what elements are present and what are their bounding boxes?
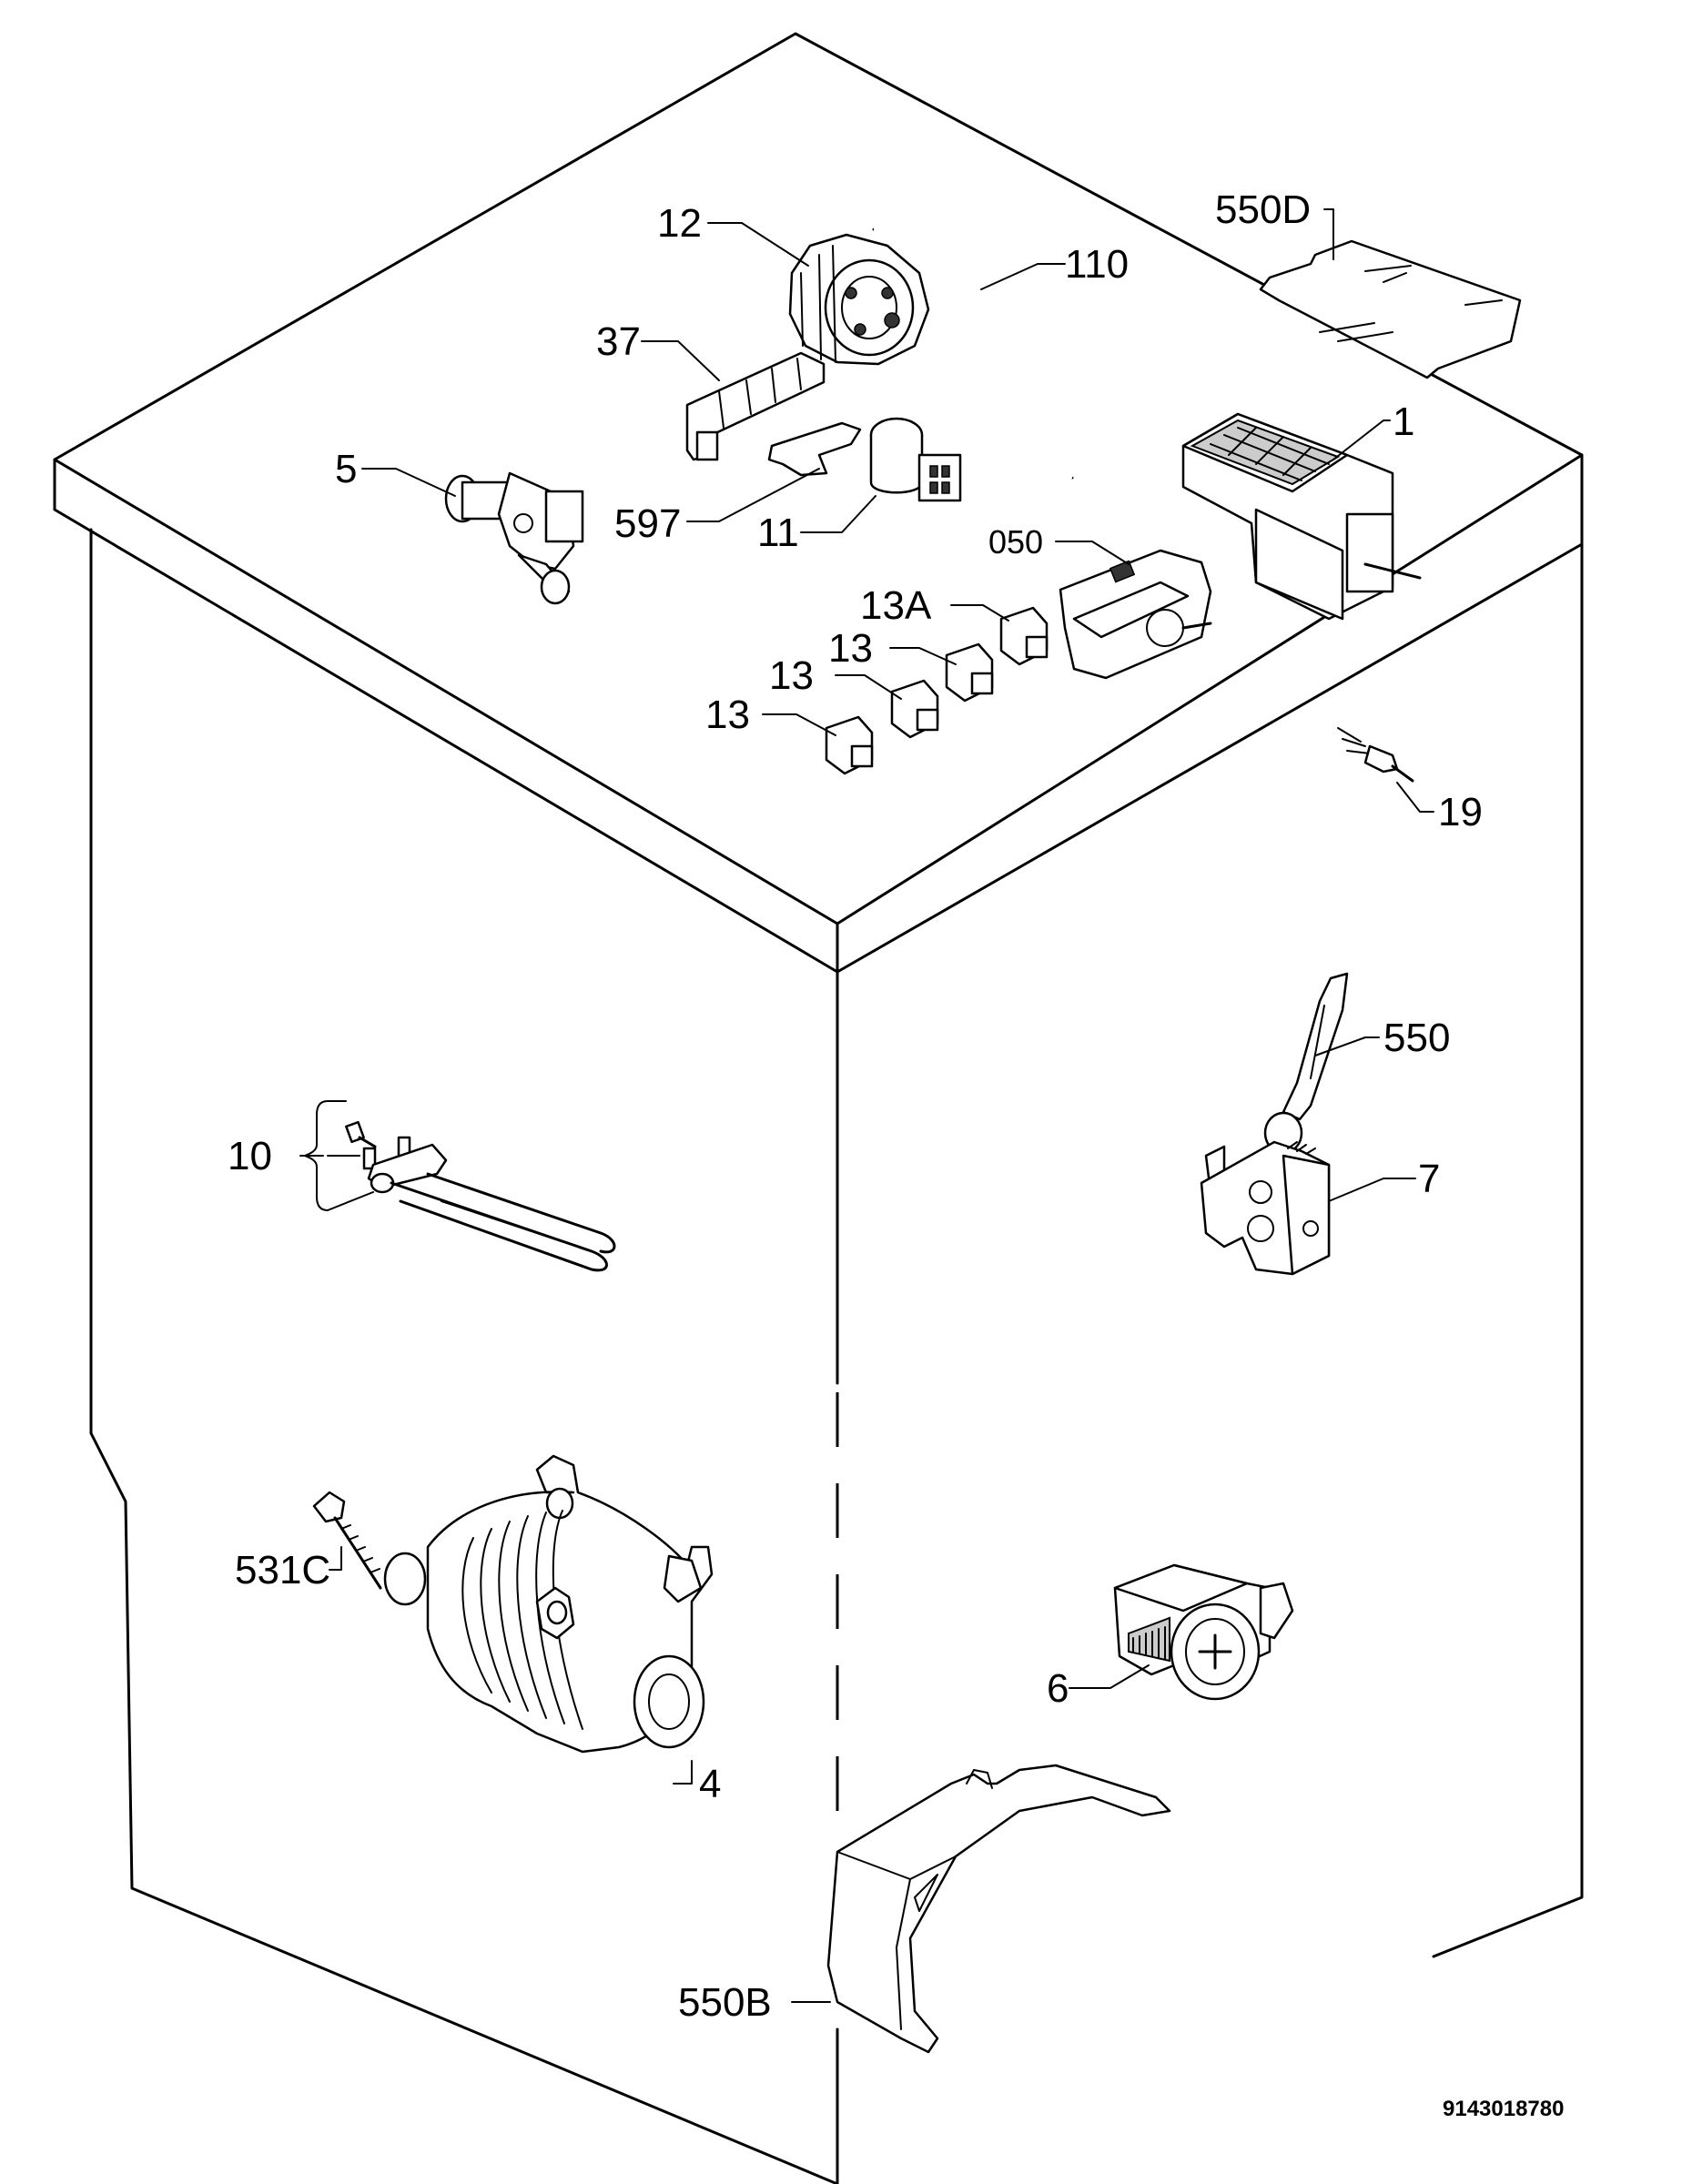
part-37-terminal-block	[685, 351, 826, 461]
part-13-connector-3	[825, 715, 874, 775]
part-13-connector-1	[945, 642, 994, 703]
part-5-inlet-valve	[444, 471, 584, 605]
leader-lines	[299, 208, 1434, 2003]
callout-7: 7	[1418, 1157, 1440, 1201]
callout-5: 5	[335, 447, 357, 491]
part-597-bracket	[767, 421, 862, 477]
part-10-heating-element	[345, 1120, 616, 1272]
part-6-drain-pump	[1113, 1563, 1294, 1701]
part-13A-connector	[999, 606, 1049, 666]
callout-531C: 531C	[235, 1548, 330, 1592]
cabinet-outline	[53, 32, 1584, 2184]
callout-11: 11	[757, 511, 799, 555]
callout-110: 110	[1065, 242, 1129, 287]
part-4-motor	[383, 1454, 714, 1754]
callout-37: 37	[596, 319, 641, 364]
callout-13-2: 13	[769, 653, 814, 698]
document-number: 9143018780	[1443, 2097, 1564, 2121]
callout-13-3: 13	[705, 693, 750, 737]
callout-550: 550	[1383, 1016, 1450, 1060]
part-550D-cover-plate	[1259, 239, 1522, 379]
part-550B-guard	[826, 1764, 1171, 2054]
part-13-connector-2	[890, 679, 939, 739]
callout-050: 050	[988, 523, 1043, 561]
part-19-sensor	[1337, 727, 1414, 783]
callout-13-1: 13	[828, 626, 873, 671]
part-1-electronic-module	[1181, 412, 1422, 621]
callout-13A: 13A	[860, 583, 932, 628]
part-050-switch-module	[1059, 549, 1212, 680]
callout-4: 4	[699, 1762, 721, 1806]
part-7-door-lock	[1200, 1140, 1331, 1276]
part-110-hose	[872, 226, 1074, 480]
callout-12: 12	[657, 201, 702, 246]
part-550-lever	[1263, 972, 1349, 1155]
callout-597: 597	[614, 501, 681, 546]
callout-550B: 550B	[678, 1980, 772, 2025]
part-11-interference-filter	[869, 417, 962, 502]
callout-labels: 12 110 550D 37 1 5 597 11 050 13A 13 13 …	[228, 187, 1483, 2025]
callout-19: 19	[1438, 790, 1483, 834]
callout-1: 1	[1393, 399, 1414, 444]
part-12-pressure-switch	[788, 233, 930, 366]
part-531C-screw	[312, 1491, 382, 1590]
callout-6: 6	[1047, 1666, 1069, 1711]
callout-550D: 550D	[1215, 187, 1311, 232]
callout-10: 10	[228, 1134, 272, 1178]
